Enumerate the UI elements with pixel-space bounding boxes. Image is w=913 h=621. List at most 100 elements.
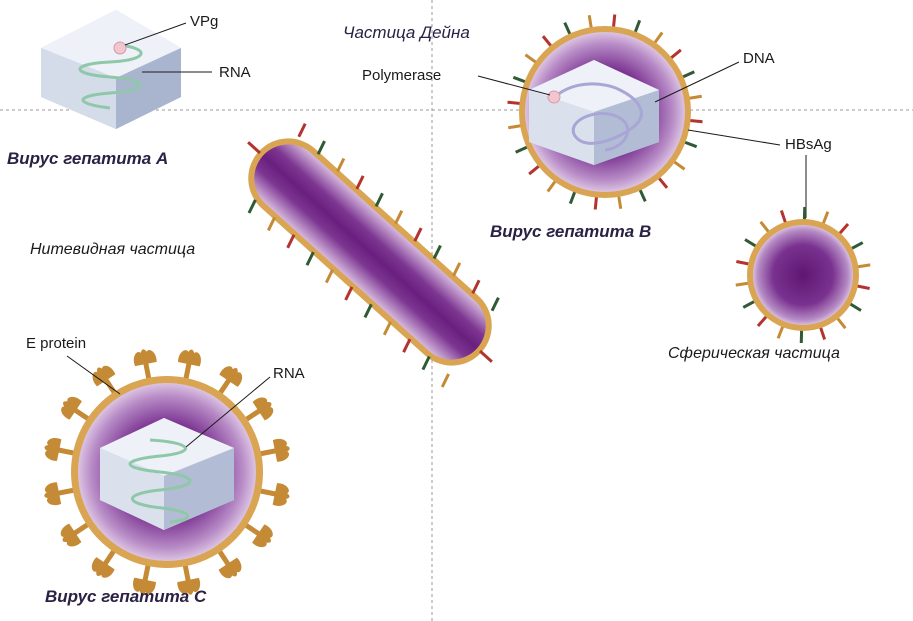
vpg-pointer xyxy=(124,22,187,46)
polymerase-dot xyxy=(547,90,561,104)
surface-spike xyxy=(776,324,785,339)
surface-spike xyxy=(617,194,623,209)
surface-spike xyxy=(688,118,703,124)
surface-spike xyxy=(657,176,669,189)
e-protein-head xyxy=(177,577,201,595)
surface-spike xyxy=(546,179,558,193)
surface-spike xyxy=(652,31,664,45)
surface-spike xyxy=(680,70,695,79)
sphere-core xyxy=(753,225,853,325)
surface-spike xyxy=(779,210,788,225)
capsid-a-left xyxy=(41,48,116,129)
surface-spike xyxy=(563,22,572,37)
surface-spike xyxy=(736,260,751,266)
e-protein-head xyxy=(91,557,115,578)
e-protein-head xyxy=(272,483,290,506)
surface-spike xyxy=(286,234,296,249)
surface-spike xyxy=(440,373,450,388)
e-protein-head xyxy=(178,349,201,367)
spherical-particle xyxy=(735,206,871,344)
hepatitis-b-virion xyxy=(507,14,703,210)
rna-strand-a xyxy=(78,43,143,110)
vpg-dot xyxy=(113,41,127,55)
surface-spike xyxy=(478,349,493,363)
hepatitis-c-virion xyxy=(44,349,290,595)
surface-spike xyxy=(336,157,346,173)
e-protein-head xyxy=(218,557,242,579)
e-protein-head xyxy=(272,438,290,462)
surface-spike xyxy=(266,216,277,232)
capsid-c-right xyxy=(164,448,234,530)
capsid-b-left xyxy=(529,90,594,165)
surface-spike xyxy=(856,263,871,269)
e-protein-head-shape xyxy=(252,397,274,421)
caption-dane-particle: Частица Дейна xyxy=(343,23,470,42)
e-protein-head xyxy=(92,365,116,387)
surface-spike xyxy=(759,220,771,234)
e-protein-head xyxy=(219,366,243,387)
e-protein-head xyxy=(133,349,157,367)
e-protein-head-shape xyxy=(177,577,201,595)
surface-spike xyxy=(508,124,523,130)
surface-spike xyxy=(316,140,326,155)
surface-spike xyxy=(756,314,769,327)
e-protein-head xyxy=(44,438,62,461)
caption-filament: Нитевидная частица xyxy=(30,241,195,258)
surface-spike xyxy=(611,14,617,29)
e-protein-head-shape xyxy=(178,349,201,367)
hbsag-label: HBsAg xyxy=(785,136,832,153)
surface-spike xyxy=(837,223,850,236)
e-protein-label: E protein xyxy=(26,335,86,352)
surface-spike xyxy=(490,297,500,312)
surface-spike xyxy=(471,279,481,295)
hepatitis-a-virion xyxy=(41,10,181,129)
e-protein-head-shape xyxy=(60,523,82,547)
dane-spikes xyxy=(507,14,703,210)
rna-c-pointer xyxy=(185,376,271,448)
surface-spike xyxy=(402,338,412,353)
surface-spike xyxy=(593,195,599,210)
e-protein-spikes xyxy=(44,349,290,595)
capsid-c-left xyxy=(100,448,164,530)
surface-spike xyxy=(669,48,682,60)
surface-spike xyxy=(735,281,750,287)
surface-spike xyxy=(683,140,698,149)
surface-spike xyxy=(413,227,423,242)
surface-spike xyxy=(432,244,442,260)
e-protein-head-shape xyxy=(92,365,116,387)
surface-spike xyxy=(587,15,593,30)
surface-spike xyxy=(849,241,864,251)
capsid-a-top xyxy=(41,10,181,78)
surface-spike xyxy=(305,251,315,266)
surface-spike xyxy=(355,175,365,190)
surface-spike xyxy=(818,325,827,340)
e-protein-head xyxy=(252,397,274,421)
surface-spike xyxy=(452,262,462,277)
caption-hepatitis-a: Вирус гепатита А xyxy=(7,149,168,168)
surface-spike xyxy=(672,159,686,171)
e-protein-head-shape xyxy=(218,557,242,579)
surface-spike xyxy=(515,145,530,154)
surface-spike xyxy=(247,199,257,214)
e-protein-head xyxy=(252,524,273,548)
surface-spike xyxy=(855,284,870,290)
surface-spike xyxy=(421,355,431,371)
surface-spike xyxy=(324,268,335,284)
dna-pointer xyxy=(654,61,740,103)
surface-spike xyxy=(382,321,392,336)
surface-spike xyxy=(568,190,577,205)
surface-spike xyxy=(848,301,862,312)
surface-spike xyxy=(507,100,522,106)
e-protein-pointer xyxy=(66,355,121,395)
filament-spikes xyxy=(247,123,500,388)
filament-core xyxy=(254,144,486,360)
e-protein-head xyxy=(61,396,82,420)
surface-spike xyxy=(835,316,847,330)
surface-spike xyxy=(363,303,373,319)
surface-spike xyxy=(633,19,642,34)
sphere-spikes xyxy=(735,206,871,344)
surface-spike xyxy=(744,238,758,249)
e-protein-head xyxy=(60,523,82,547)
caption-hepatitis-c: Вирус гепатита С xyxy=(45,587,207,606)
